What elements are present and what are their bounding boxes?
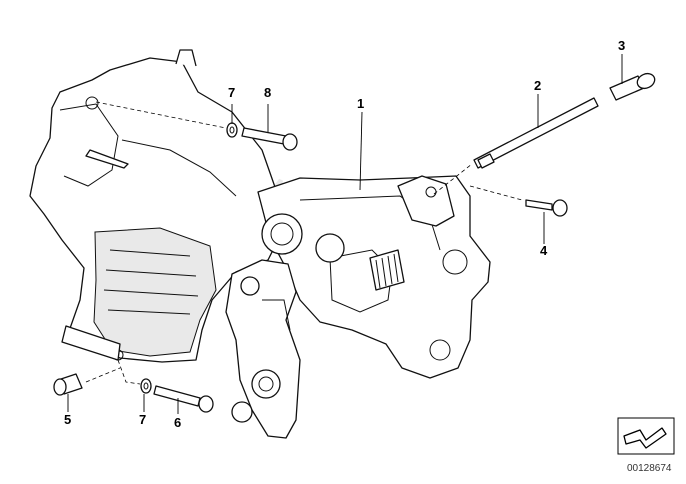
gearbox-housing: [29, 49, 283, 363]
callout-5: 5: [64, 412, 71, 427]
bolt-part-6: [153, 385, 214, 413]
callout-7-upper: 7: [228, 85, 235, 100]
callout-1: 1: [357, 96, 364, 111]
leader-lines: [67, 54, 623, 414]
bolt-part-8: [241, 127, 298, 151]
washer-part-7-upper: [226, 122, 238, 138]
assembly-lines: [85, 101, 523, 385]
callout-2: 2: [534, 78, 541, 93]
callout-3: 3: [618, 38, 625, 53]
plug-part-5: [53, 373, 83, 396]
long-bolt-part-2: [473, 97, 599, 169]
shift-linkage: [225, 259, 301, 439]
callout-7-lower: 7: [139, 412, 146, 427]
bolt-part-4: [525, 199, 568, 217]
callout-4: 4: [540, 243, 548, 258]
extension-housing: [257, 175, 491, 379]
callout-6: 6: [174, 415, 181, 430]
callout-8: 8: [264, 85, 271, 100]
washer-part-7-lower: [140, 378, 152, 394]
folded-arrow-icon[interactable]: [617, 417, 675, 455]
drawing-number: 00128674: [627, 463, 672, 474]
bolt-part-3: [609, 72, 656, 101]
